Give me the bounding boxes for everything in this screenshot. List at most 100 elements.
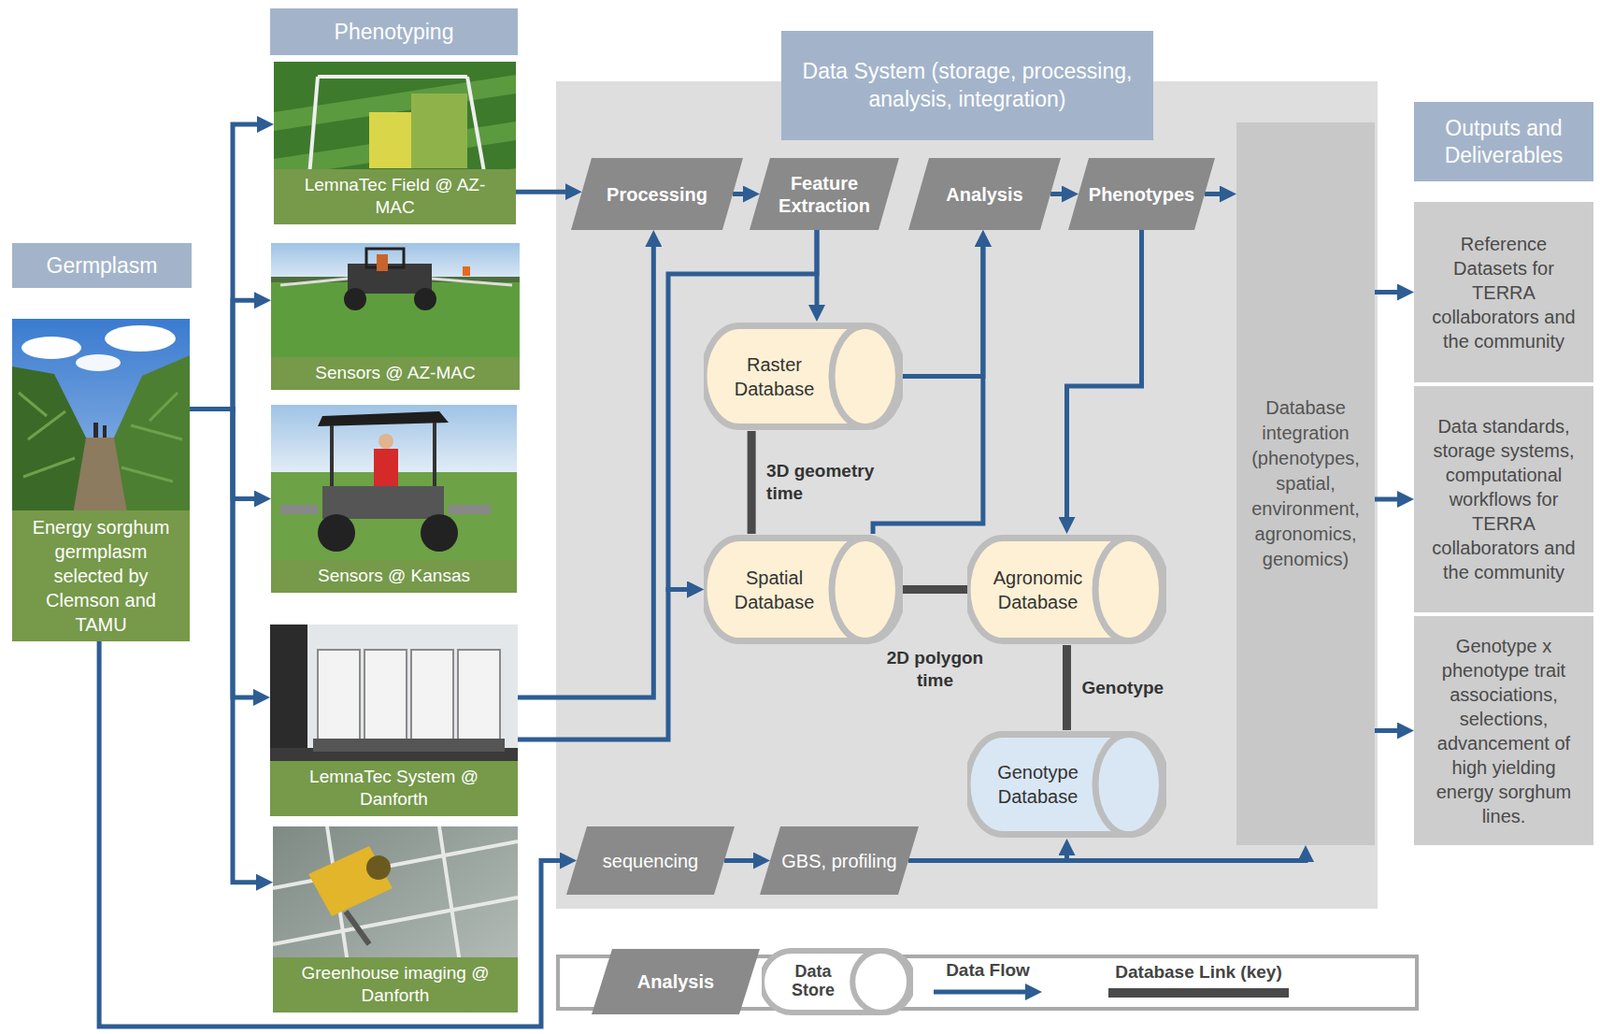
database-cylinder: Agronomic Database — [967, 533, 1167, 645]
photo-person — [376, 254, 388, 272]
photo-person — [373, 448, 399, 486]
process-parallelogram: Analysis — [908, 157, 1061, 230]
data-flow-arrow — [732, 191, 751, 197]
data-flow-arrow — [517, 239, 654, 698]
caption-text: Sensors @ AZ-MAC — [271, 357, 520, 390]
node-text: Processing — [606, 183, 708, 206]
cylinder-shape — [967, 533, 1167, 645]
photo-panel: Sensors @ AZ-MAC — [271, 242, 520, 390]
node-text: Germplasm — [46, 252, 158, 280]
az-tractor-photo — [271, 242, 520, 390]
header-box: Phenotyping — [270, 8, 518, 56]
cylinder-shape — [703, 321, 903, 431]
data-flow-arrow — [515, 189, 573, 195]
legend-item: Database Link (key) — [1102, 961, 1295, 1002]
legend-text: Data Store — [774, 962, 852, 1000]
legend-sample — [761, 946, 914, 1016]
data-flow-arrow — [189, 124, 265, 410]
photo-panel: Energy sorghum germplasm selected by Cle… — [12, 318, 190, 642]
photo-wheel — [343, 287, 367, 311]
parallelogram-fill — [1068, 157, 1215, 230]
photo-wheel — [414, 287, 437, 311]
photo-sensor-box — [369, 112, 412, 169]
danforth-system-photo — [270, 624, 518, 816]
cylinder-body — [761, 950, 914, 1013]
data-flow-arrow — [1067, 229, 1143, 525]
parallelogram-fill — [759, 826, 919, 895]
data-flow-arrow — [724, 857, 761, 863]
process-parallelogram: sequencing — [566, 826, 735, 895]
photo-wheel — [317, 514, 356, 552]
caption-text: LemnaTec Field @ AZ-MAC — [273, 169, 516, 225]
legend-text: Database Link (key) — [1114, 961, 1282, 984]
photo-room — [270, 624, 518, 816]
output-box: Data standards, storage systems, computa… — [1414, 385, 1594, 613]
legend-text: Analysis — [637, 971, 715, 993]
header-box: Outputs and Deliverables — [1414, 101, 1594, 182]
edge-label: Genotype — [1080, 676, 1184, 700]
legend-text: Data Flow — [945, 959, 1030, 982]
photo-field — [271, 280, 520, 390]
parallelogram-fill — [571, 157, 743, 230]
process-parallelogram: GBS, profiling — [759, 826, 919, 895]
kansas-tractor-photo — [271, 404, 517, 593]
photo-cabinet — [411, 649, 454, 743]
photo-greenhouse — [272, 826, 518, 1013]
data-flow-arrow — [1374, 289, 1405, 295]
parallelogram-shape — [749, 157, 900, 230]
data-flow-arrow — [1374, 497, 1405, 502]
photo-plot — [411, 93, 468, 169]
photo-cabinet — [317, 649, 360, 743]
caption-text: Greenhouse imaging @ Danforth — [272, 957, 518, 1013]
edge-label: 2D polygon time — [874, 646, 997, 692]
node-text: Data standards, storage systems, computa… — [1421, 414, 1586, 585]
header-text: Data System (storage, processing, analys… — [792, 57, 1143, 115]
node-text: Feature Extraction — [763, 171, 886, 217]
photo-field — [271, 471, 517, 593]
photo-field — [273, 61, 516, 225]
data-flow-arrow — [1374, 728, 1405, 733]
database-cylinder: Spatial Database — [703, 533, 903, 645]
cylinder-body — [967, 734, 1167, 835]
node-text: Analysis — [945, 183, 1023, 206]
data-system-ground — [556, 81, 1378, 909]
data-flow-arrow — [189, 409, 262, 500]
caption-text: LemnaTec System @ Danforth — [270, 760, 518, 816]
output-box: Genotype x phenotype trait associations,… — [1414, 615, 1594, 845]
node-text: GBS, profiling — [781, 849, 897, 872]
photo-cabinet — [457, 649, 500, 743]
cylinder-end — [831, 538, 900, 642]
node-text: Genotype Database — [984, 759, 1092, 809]
data-system-panel: Data System (storage, processing, analys… — [556, 81, 1378, 909]
data-flow-arrow — [189, 300, 262, 409]
node-text: sequencing — [602, 849, 699, 872]
process-parallelogram: Processing — [571, 157, 743, 230]
output-box: Reference Datasets for TERRA collaborato… — [1414, 201, 1594, 383]
photo-wheel — [420, 514, 458, 552]
data-flow-arrow — [908, 854, 1306, 861]
data-system-header: Data System (storage, processing, analys… — [781, 30, 1154, 141]
data-flow-arrow — [189, 409, 261, 698]
legend-parallelogram — [591, 948, 760, 1015]
legend-item: Analysis — [591, 948, 760, 1015]
parallelogram-fill — [749, 157, 900, 230]
legend-item: Data Flow — [931, 959, 1044, 1002]
photo-cabinet — [364, 649, 407, 743]
node-text: Raster Database — [720, 352, 829, 401]
node-text: Phenotypes — [1088, 183, 1195, 206]
photo-canopy — [317, 411, 449, 427]
legend-sample — [931, 981, 1044, 1002]
database-cylinder: Raster Database — [703, 321, 903, 431]
photo-camera — [308, 845, 393, 916]
photo-panel: LemnaTec Field @ AZ-MAC — [273, 61, 516, 225]
caption-text: Sensors @ Kansas — [271, 559, 517, 593]
legend-sample — [1102, 983, 1295, 1002]
cylinder-body — [703, 538, 903, 642]
photo-leaves — [18, 392, 183, 482]
photo-floor — [270, 747, 518, 816]
photo-sensor — [448, 504, 491, 515]
photo-mount — [345, 911, 370, 944]
cylinder-end — [1095, 538, 1163, 642]
data-flow-arrow — [902, 239, 984, 377]
